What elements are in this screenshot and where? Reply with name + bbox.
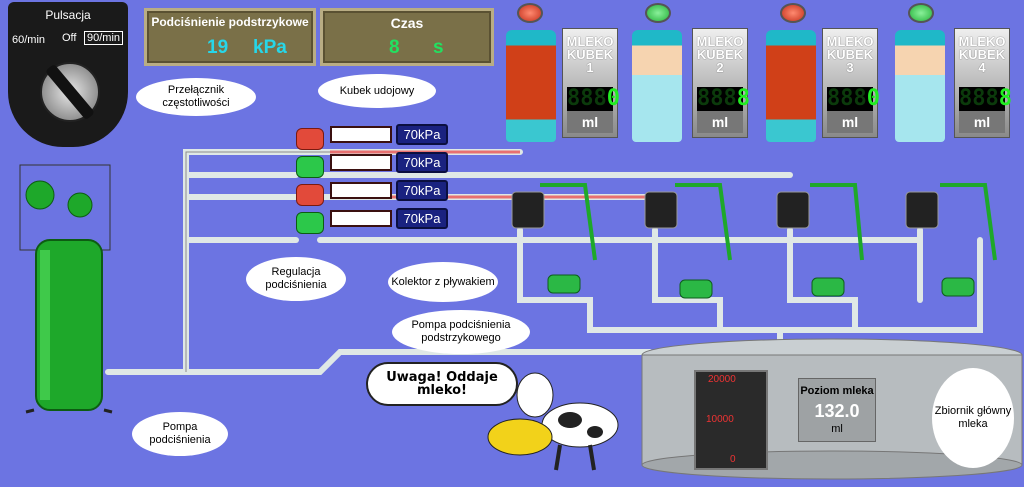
booster-vacuum-title: Podciśnienie podstrzykowe: [151, 15, 309, 29]
cup-1-line1: MLEKO: [566, 34, 614, 49]
green-hoses: [540, 183, 997, 261]
cup-2-digit: 8: [736, 86, 750, 111]
cup-2-number: 2: [716, 60, 724, 75]
cup-3-line1: MLEKO: [826, 34, 874, 49]
callout-collector: Kolektor z pływakiem: [388, 262, 498, 302]
cup-4-line1: MLEKO: [958, 34, 1006, 49]
cup-2-status-lamp: [645, 3, 671, 23]
knob-pointer: [44, 63, 96, 121]
pulsation-off-label[interactable]: Off: [62, 32, 77, 44]
pulsation-90-label[interactable]: 90/min: [84, 31, 124, 45]
time-unit: s: [433, 37, 444, 58]
regulator-value-2: 70kPa: [396, 152, 448, 173]
callout-regulation: Regulacja podciśnienia: [246, 257, 346, 301]
regulator-valve-icon[interactable]: [296, 128, 324, 150]
cup-1-number: 1: [586, 60, 594, 75]
cup-3-line2: KUBEK: [826, 47, 874, 62]
teat-cup-2[interactable]: [632, 30, 682, 142]
cup-4-unit: ml: [959, 111, 1005, 133]
cup-2-unit: ml: [697, 111, 743, 133]
milk-level-unit: ml: [831, 423, 843, 435]
cup-1-status-lamp: [517, 3, 543, 23]
regulator-value-3: 70kPa: [396, 180, 448, 201]
tank-scale-bottom: 0: [730, 454, 736, 465]
cup-1-counter: 8880: [567, 86, 620, 111]
cup-2-line2: KUBEK: [696, 47, 744, 62]
cup-2-display: MLEKO KUBEK 2 8888 ml: [692, 28, 750, 138]
callout-cup: Kubek udojowy: [318, 74, 436, 108]
regulator-value-1: 70kPa: [396, 124, 448, 145]
time-title: Czas: [390, 15, 424, 31]
cup-1-unit: ml: [567, 111, 613, 133]
cup-2-counter: 8888: [697, 86, 750, 111]
cup-4-status-lamp: [908, 3, 934, 23]
milk-level-title: Poziom mleka: [800, 385, 874, 397]
booster-vacuum-panel: Podciśnienie podstrzykowe 19 kPa: [144, 8, 316, 66]
pulsation-switch-panel: Pulsacja 60/min Off 90/min: [8, 2, 128, 147]
frequency-knob[interactable]: [40, 62, 100, 122]
cow-speech-bubble: Uwaga! Oddaje mleko!: [366, 362, 518, 406]
tank-level-scale: 20000 10000 0: [694, 370, 768, 470]
regulator-valve-icon[interactable]: [296, 184, 324, 206]
cup-3-counter: 8880: [827, 86, 880, 111]
cup-4-digit: 8: [998, 86, 1012, 111]
cup-3-number: 3: [846, 60, 854, 75]
cup-3-digit: 0: [866, 86, 880, 111]
cup-2-line1: MLEKO: [696, 34, 744, 49]
cup-1-display: MLEKO KUBEK 1 8880 ml: [562, 28, 620, 138]
cup-4-counter: 8888: [959, 86, 1012, 111]
tank-scale-mid: 10000: [706, 414, 734, 425]
callout-switch: Przełącznik częstotliwości: [136, 78, 256, 116]
vacuum-gauge: [330, 126, 392, 143]
teat-cup-1[interactable]: [506, 30, 556, 142]
pulsation-60-label[interactable]: 60/min: [12, 34, 46, 46]
collectors: [511, 191, 939, 229]
milk-level-panel: Poziom mleka 132.0 ml: [798, 378, 876, 442]
teat-cup-4[interactable]: [895, 30, 945, 142]
booster-pumps: [547, 274, 975, 299]
cup-4-line2: KUBEK: [958, 47, 1006, 62]
cow-illustration: [487, 372, 619, 471]
callout-tank: Zbiornik główny mleka: [932, 368, 1014, 468]
compressor: [19, 164, 113, 414]
time-value: 8: [389, 37, 400, 58]
cup-3-status-lamp: [780, 3, 806, 23]
regulator-valve-icon[interactable]: [296, 212, 324, 234]
cup-1-digit: 0: [606, 86, 620, 111]
regulator-valve-icon[interactable]: [296, 156, 324, 178]
teat-cup-3[interactable]: [766, 30, 816, 142]
milk-level-value: 132.0: [814, 401, 860, 421]
cup-4-number: 4: [978, 60, 986, 75]
cup-3-unit: ml: [827, 111, 873, 133]
cup-1-line2: KUBEK: [566, 47, 614, 62]
callout-pump: Pompa podciśnienia: [132, 412, 228, 456]
vacuum-gauge: [330, 210, 392, 227]
time-panel: Czas 8 s: [320, 8, 494, 66]
cup-3-display: MLEKO KUBEK 3 8880 ml: [822, 28, 880, 138]
cup-4-display: MLEKO KUBEK 4 8888 ml: [954, 28, 1012, 138]
booster-vacuum-value: 19: [207, 37, 229, 58]
vacuum-gauge: [330, 182, 392, 199]
callout-pump-booster: Pompa podciśnienia podstrzykowego: [392, 310, 530, 354]
regulator-value-4: 70kPa: [396, 208, 448, 229]
booster-vacuum-unit: kPa: [253, 37, 287, 58]
vacuum-gauge: [330, 154, 392, 171]
tank-scale-top: 20000: [708, 374, 736, 385]
pulsation-title: Pulsacja: [45, 8, 91, 22]
